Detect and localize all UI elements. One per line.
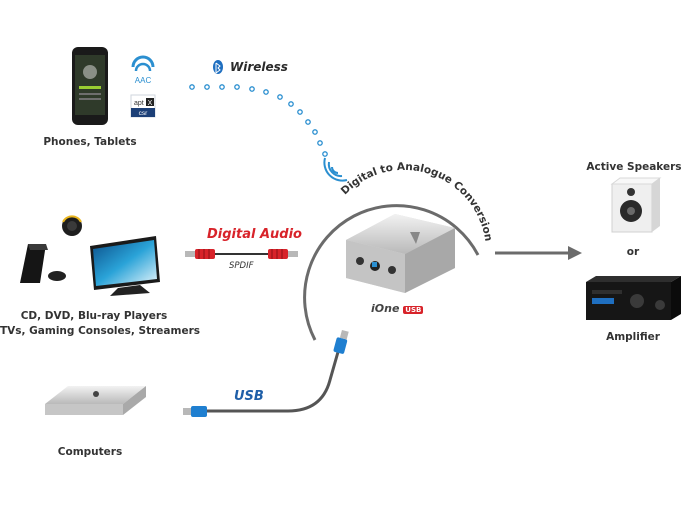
aptx-x-text: X <box>148 100 153 107</box>
wireless-dot <box>305 119 311 125</box>
or-label: or <box>626 246 640 258</box>
output-arrow-icon <box>495 246 582 260</box>
wireless-dot <box>297 109 303 115</box>
wireless-dot <box>249 86 255 92</box>
wireless-dot <box>312 129 318 135</box>
aptx-text: apt <box>134 100 144 107</box>
csr-text: csr <box>139 110 149 117</box>
wireless-dot <box>322 151 328 157</box>
speaker-icon <box>610 177 662 233</box>
ione-device-icon <box>346 214 455 293</box>
computers-label: Computers <box>57 446 123 458</box>
phones-label: Phones, Tablets <box>43 136 137 148</box>
spdif-cable-icon <box>185 249 298 259</box>
aac-badge-icon: AAC <box>131 55 155 85</box>
wireless-dot <box>277 94 283 100</box>
wireless-dot <box>219 84 225 90</box>
chromecast-icon <box>62 215 82 236</box>
spdif-label: SPDIF <box>229 261 254 271</box>
bluetooth-icon <box>213 60 223 74</box>
game-console-icon <box>20 244 66 283</box>
usb-label: USB <box>234 389 264 404</box>
wireless-dot <box>189 84 195 90</box>
tv-icon <box>90 236 160 296</box>
usb-cable-icon <box>183 329 349 417</box>
phone-icon <box>72 47 108 125</box>
digital-audio-label: Digital Audio <box>207 227 302 242</box>
wireless-dot <box>288 101 294 107</box>
wireless-signal-icon <box>323 157 348 182</box>
mac-mini-icon <box>45 386 146 415</box>
wireless-dotted-path <box>189 84 328 157</box>
cd-label-line1: CD, DVD, Blu-ray Players <box>20 310 168 322</box>
active-speakers-label: Active Speakers <box>586 161 682 173</box>
product-name: iOne <box>371 302 400 315</box>
aptx-badge-icon: apt X csr <box>130 94 156 118</box>
center-ring <box>303 204 480 341</box>
aac-text: AAC <box>135 76 152 85</box>
wireless-dot <box>234 84 240 90</box>
cd-label-line2: TVs, Gaming Consoles, Streamers <box>0 325 201 337</box>
amplifier-label: Amplifier <box>606 331 660 343</box>
wireless-label: Wireless <box>230 60 288 74</box>
wireless-dot <box>263 89 269 95</box>
wireless-dot <box>317 140 323 146</box>
product-brand: iOne USB <box>371 302 424 315</box>
wireless-dot <box>204 84 210 90</box>
product-suffix: USB <box>403 306 424 314</box>
amplifier-icon <box>586 276 681 320</box>
